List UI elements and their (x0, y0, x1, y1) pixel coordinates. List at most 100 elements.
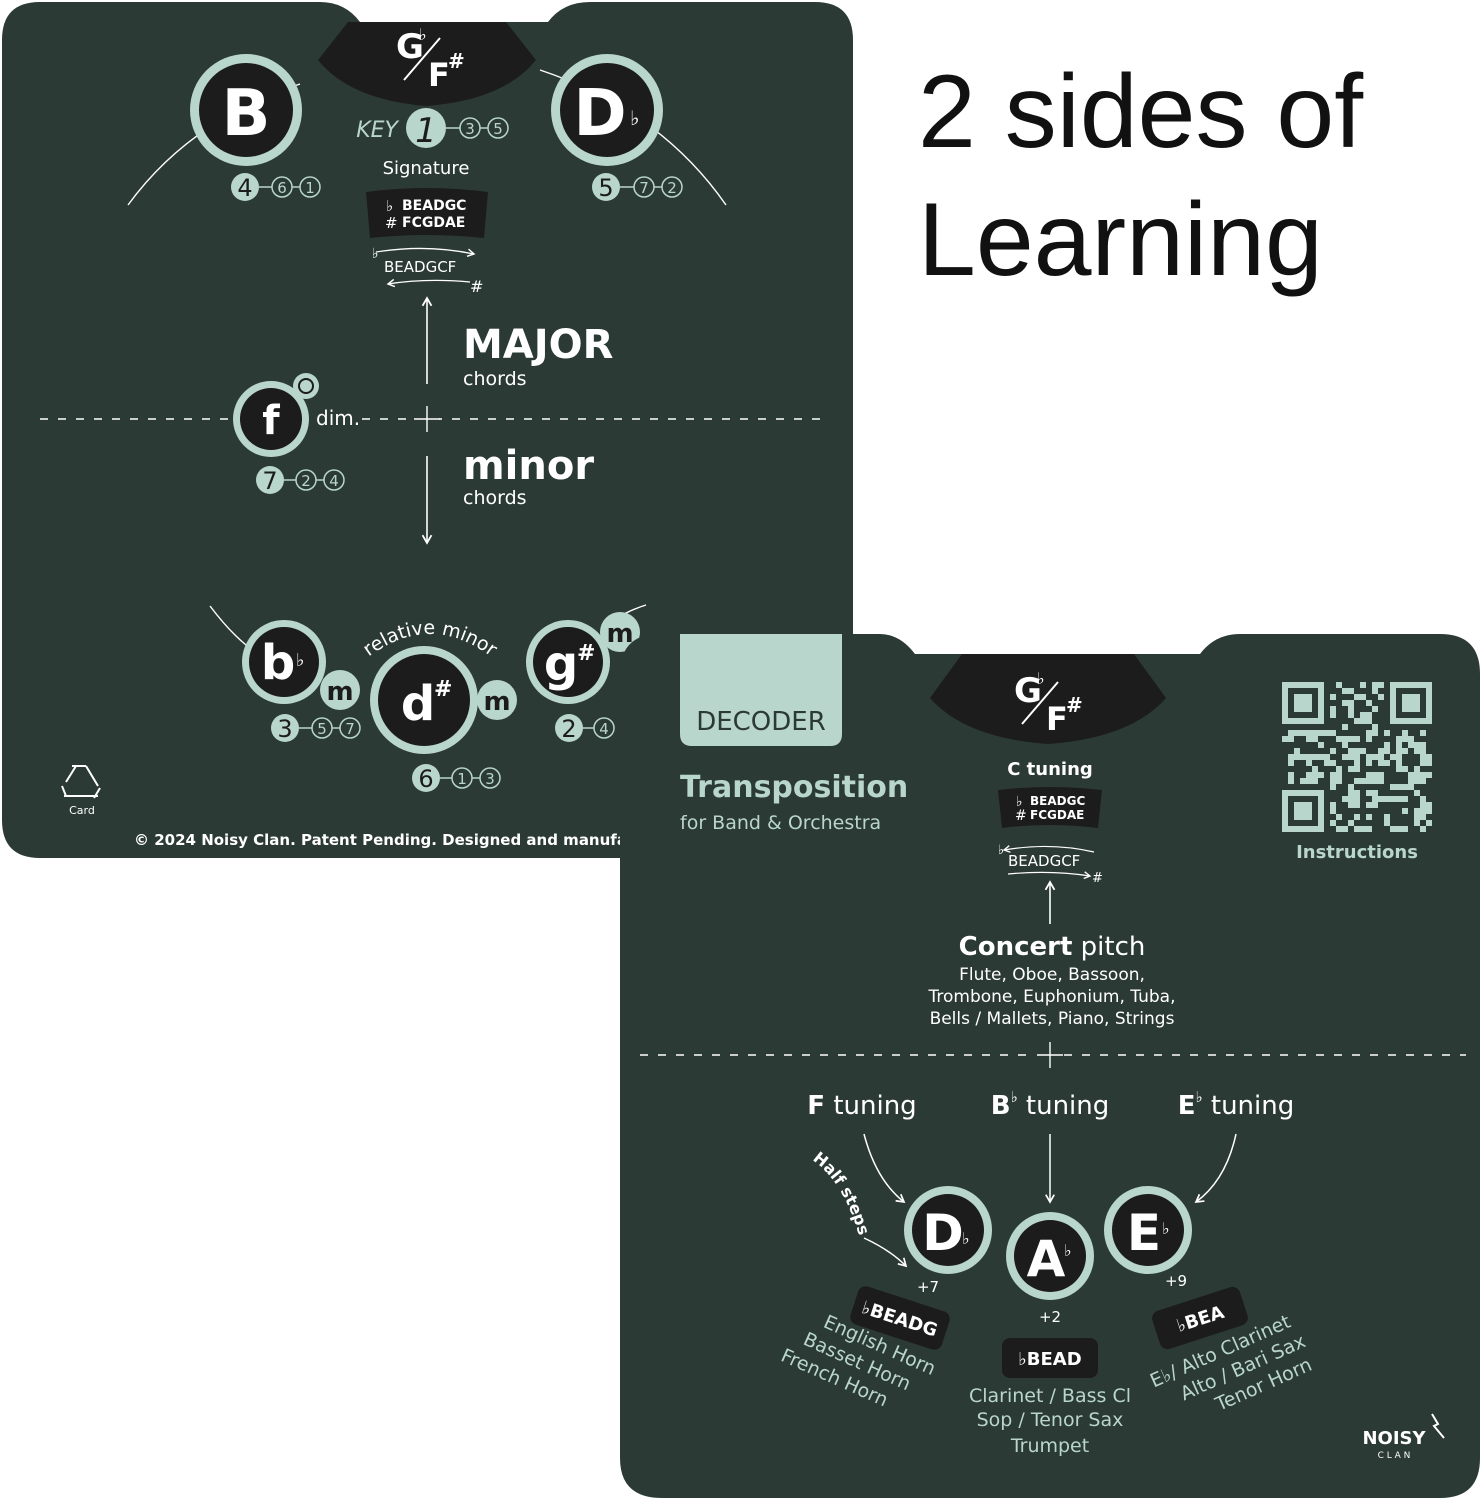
minor-bb (249, 627, 319, 697)
concert-line-2: Trombone, Euphonium, Tuba, (927, 987, 1175, 1007)
card-major-minor: G ♭ F # B 4 6 1 D ♭ 5 7 2 KEY (2, 2, 853, 858)
minor-bb-number-3: 7 (345, 720, 355, 738)
signature-box (366, 188, 488, 238)
card1-tab-lower-acc: # (448, 49, 465, 73)
concert-line-1: Flute, Oboe, Bassoon, (959, 965, 1145, 985)
decoder-key-ab-note: A (1027, 1230, 1066, 1288)
tuning-bb: B♭ tuning (991, 1088, 1110, 1121)
card2-note-tab (930, 654, 1166, 744)
key-number-1: 1 (415, 111, 437, 151)
minor-dsharp-number-1: 6 (418, 765, 433, 793)
signature-label: Signature (383, 158, 470, 179)
signature-flat-sequence: BEADGC (402, 198, 466, 214)
decoder-key-eb (1112, 1194, 1184, 1266)
minor-bb-note: b (261, 635, 295, 691)
concert-line-3: Bells / Mallets, Piano, Strings (930, 1009, 1175, 1029)
ab-instrument-1: Clarinet / Bass Cl (969, 1385, 1131, 1407)
dim-number-3: 4 (329, 472, 339, 490)
brand-sub: C L A N (1378, 1451, 1411, 1461)
card2-title: Transposition (680, 770, 908, 805)
c-tuning-label: C tuning (1007, 759, 1093, 780)
decoder-key-ab (1014, 1220, 1086, 1292)
qr-label: Instructions (1296, 842, 1418, 863)
ab-instrument-2: Sop / Tenor Sax (977, 1409, 1124, 1431)
dim-note: f (262, 398, 280, 444)
minor-title: minor (463, 443, 594, 489)
dim-symbol (298, 378, 314, 394)
dim-label: dim. (316, 406, 360, 430)
minor-dsharp (378, 654, 470, 746)
card2-tab-lower: F (1046, 700, 1068, 738)
key-db-number-1: 5 (598, 174, 613, 202)
key-db-note: D (573, 77, 626, 151)
card1-tab-upper-acc: ♭ (419, 25, 427, 44)
minor-dsharp-badge: m (483, 687, 510, 717)
decoder-key-db (912, 1194, 984, 1266)
decoder-key-db-note: D (922, 1204, 964, 1262)
card2-order-flat: ♭ (998, 843, 1004, 858)
dim-number-1: 7 (262, 467, 277, 495)
headline-line-1: 2 sides of (918, 54, 1364, 170)
decoder-key-eb-note: E (1127, 1204, 1161, 1262)
signature-flat-symbol: ♭ (386, 197, 393, 215)
decoder-key-ab-sig (1002, 1338, 1098, 1378)
minor-gsharp-badge: m (606, 619, 633, 649)
dim-chord (240, 388, 302, 450)
card2-sig-sharp: # (1015, 808, 1027, 824)
card2-flat-sequence: BEADGC (1030, 794, 1085, 808)
signature-sharp-sequence: FCGDAE (402, 215, 465, 231)
decoder-key-ab-step: +2 (1039, 1308, 1061, 1326)
card2-signature-box (998, 787, 1102, 828)
order-flat-symbol: ♭ (372, 246, 379, 262)
key-b-number-1: 4 (237, 174, 252, 202)
key-b-note: B (222, 77, 271, 151)
headline-line-2: Learning (918, 182, 1323, 298)
minor-gsharp-number-2: 4 (599, 720, 609, 738)
decoder-key-ab-sig-text: ♭BEAD (1018, 1349, 1081, 1370)
decoder-key-eb-sig (1152, 1286, 1248, 1350)
decoder-tab-label: DECODER (696, 707, 826, 737)
minor-gsharp-number-1: 2 (561, 715, 576, 743)
minor-bb-acc: ♭ (296, 650, 305, 671)
card2-subtitle: for Band & Orchestra (680, 812, 881, 834)
brand-name: NOISY (1362, 1428, 1426, 1449)
qr-code[interactable] (1282, 682, 1432, 832)
key-db-number-2: 7 (639, 179, 649, 197)
key-label: KEY (356, 118, 399, 143)
minor-bb-number-1: 3 (277, 715, 292, 743)
key-b-number-3: 1 (305, 179, 315, 197)
tuning-f: F tuning (807, 1091, 916, 1121)
major-title: MAJOR (463, 322, 613, 368)
minor-sub: chords (463, 487, 527, 509)
recycle-label: Card (69, 804, 95, 817)
decoder-key-db-sig (850, 1286, 950, 1350)
key-number-2: 3 (465, 120, 475, 138)
signature-sharp-symbol: # (385, 214, 398, 232)
decoder-key-db-step: +7 (917, 1278, 939, 1296)
brand-bolt-icon (1431, 1413, 1445, 1439)
card1-note-tab (318, 22, 536, 106)
concert-pitch: Concert pitch (959, 932, 1146, 962)
minor-dsharp-acc: # (434, 677, 452, 702)
card2-order-sequence: BEADGCF (1008, 852, 1080, 870)
decoder-key-eb-step: +9 (1165, 1272, 1187, 1290)
decoder-key-db-acc: ♭ (962, 1229, 970, 1248)
card2-tab-lower-acc: # (1066, 693, 1083, 717)
order-sequence: BEADGCF (384, 258, 456, 276)
major-sub: chords (463, 368, 527, 390)
key-number-3: 5 (493, 120, 503, 138)
card1-tab-upper: G (396, 27, 424, 67)
card1-tab-slash (403, 37, 441, 81)
minor-dsharp-note: d (401, 676, 435, 732)
key-db (560, 63, 654, 157)
card2-sharp-sequence: FCGDAE (1030, 808, 1084, 822)
decoder-key-eb-acc: ♭ (1162, 1219, 1170, 1238)
minor-dsharp-number-3: 3 (485, 770, 495, 788)
key-b (199, 63, 293, 157)
headline: 2 sides of Learning (918, 48, 1363, 304)
key-db-acc: ♭ (630, 106, 639, 130)
minor-dsharp-number-2: 1 (457, 770, 467, 788)
ab-instrument-3: Trumpet (1010, 1435, 1089, 1457)
tuning-eb: E♭ tuning (1178, 1088, 1294, 1121)
